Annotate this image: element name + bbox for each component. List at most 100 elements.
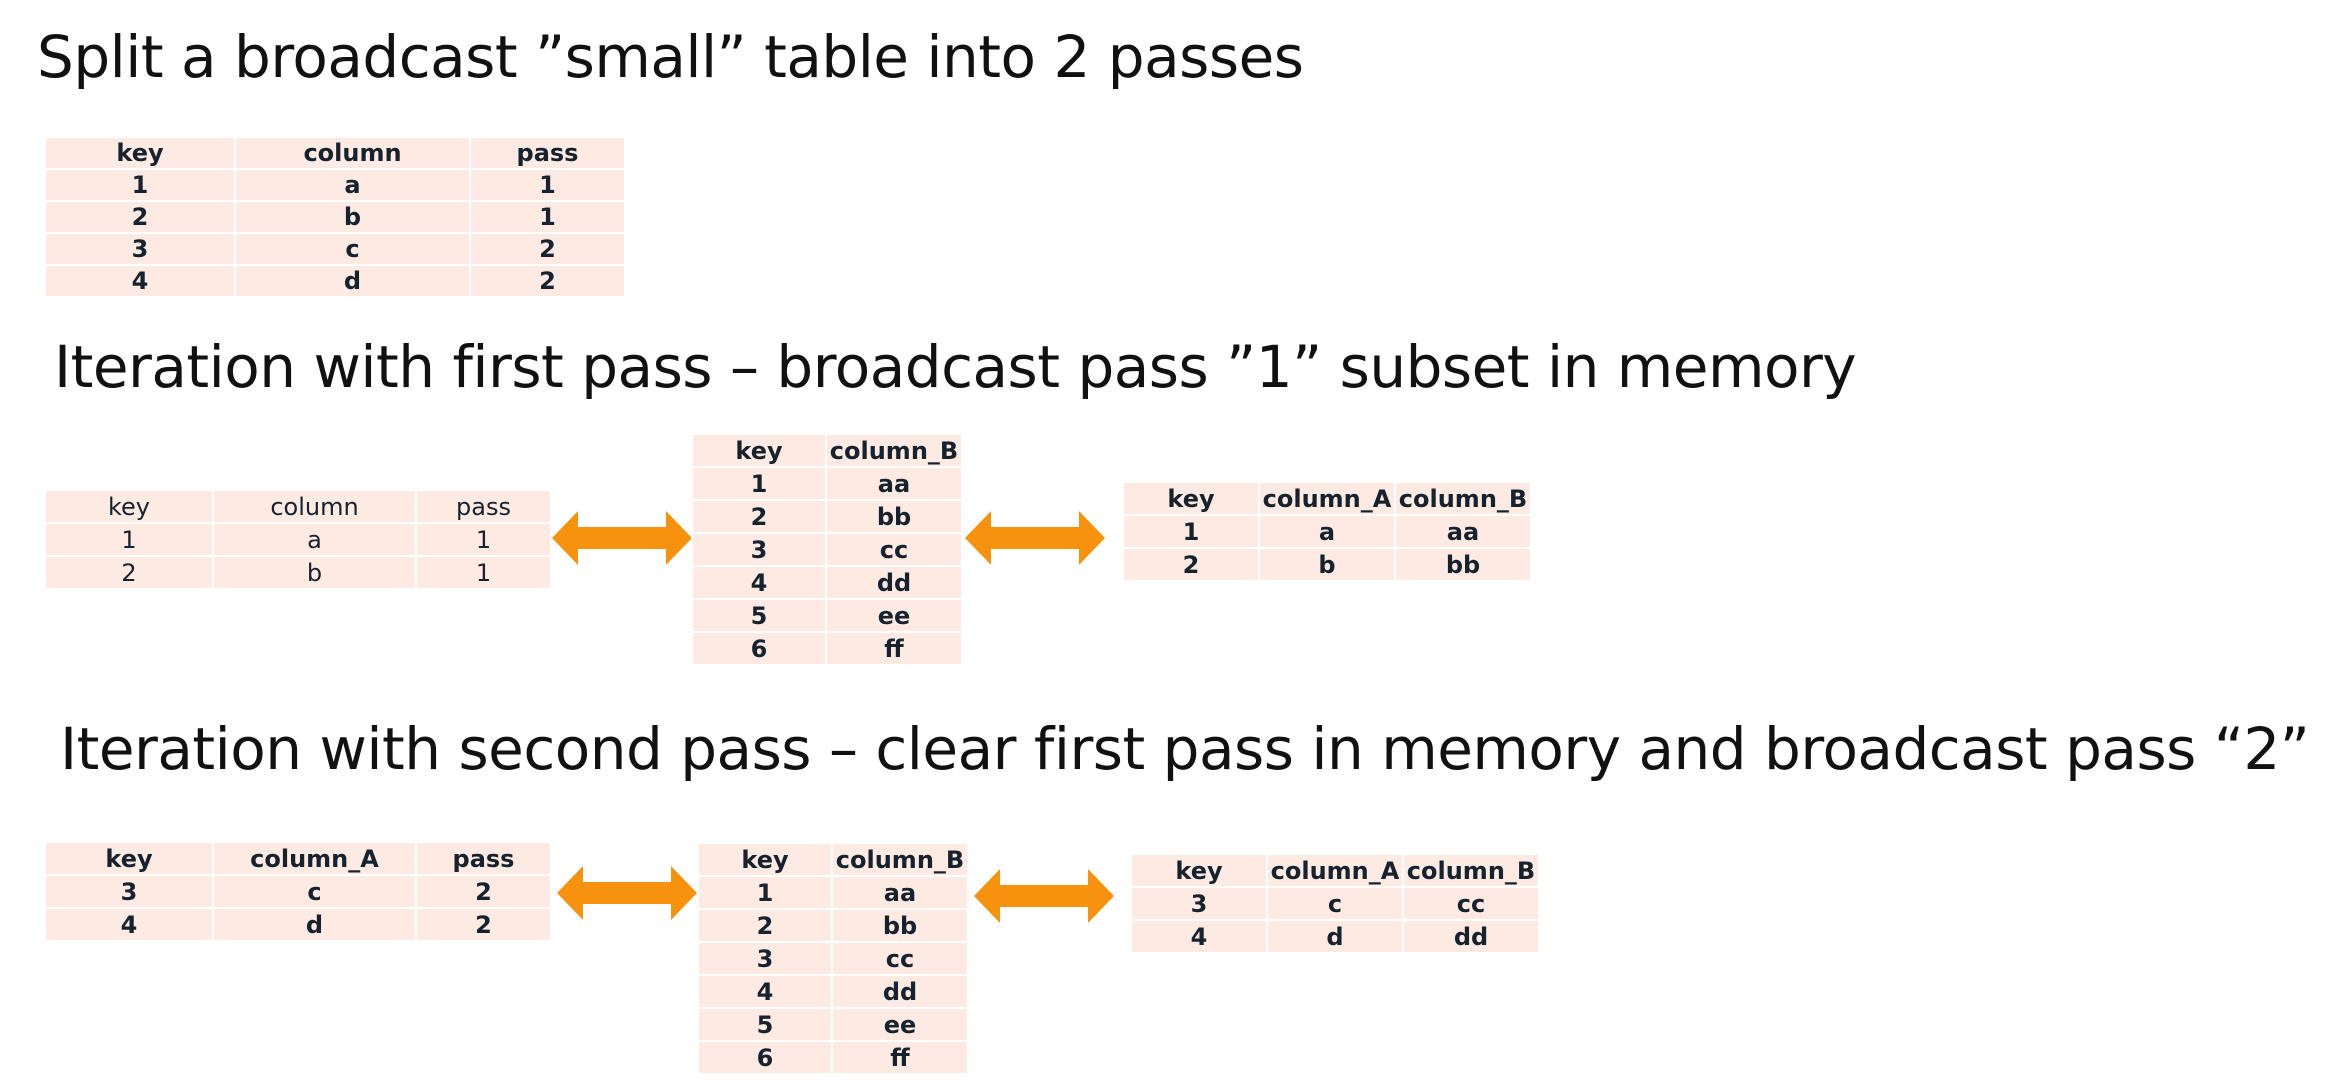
table-cell: bb: [831, 908, 969, 943]
header-cell: column_B: [825, 433, 963, 468]
table-cell: bb: [825, 499, 963, 534]
header-cell: column: [234, 136, 471, 170]
table-row: 6 ff: [697, 1040, 969, 1075]
header-cell: column_B: [1394, 481, 1532, 516]
table-cell: 1: [691, 466, 827, 501]
double-arrow-icon: [965, 511, 1105, 565]
table-cell: 2: [469, 232, 626, 266]
table-cell: d: [1266, 919, 1404, 954]
double-arrow-icon: [974, 869, 1114, 923]
table-row: 2 bb: [697, 908, 969, 943]
table-row: 3 c 2: [44, 874, 552, 909]
table-cell: 1: [1122, 514, 1260, 549]
table-cell: 1: [697, 875, 833, 910]
table-row: 6 ff: [691, 631, 963, 666]
pass1-heading: Iteration with first pass – broadcast pa…: [54, 333, 1857, 401]
table-cell: ee: [825, 598, 963, 633]
header-cell: column_B: [1402, 853, 1540, 888]
table-row: 2 b 1: [44, 555, 552, 590]
header-cell: key: [1130, 853, 1268, 888]
header-cell: key: [44, 136, 236, 170]
table-cell: 2: [691, 499, 827, 534]
table-cell: 3: [1130, 886, 1268, 921]
table-cell: 1: [469, 168, 626, 202]
table-cell: 1: [44, 522, 214, 557]
table-cell: ff: [825, 631, 963, 666]
table-cell: aa: [1394, 514, 1532, 549]
table-cell: c: [212, 874, 417, 909]
table-cell: 5: [691, 598, 827, 633]
header-cell: key: [697, 842, 833, 877]
table-cell: 4: [691, 565, 827, 600]
pass1-middle-table: key column_B 1 aa 2 bb 3 cc 4 dd 5 ee 6 …: [691, 433, 963, 666]
title-heading: Split a broadcast ”small” table into 2 p…: [37, 23, 1304, 91]
table-row: 1 aa: [697, 875, 969, 910]
table-cell: d: [234, 264, 471, 298]
header-cell: key: [44, 489, 214, 524]
table-cell: 2: [44, 200, 236, 234]
table-cell: 3: [44, 232, 236, 266]
pass2-middle-table: key column_B 1 aa 2 bb 3 cc 4 dd 5 ee 6 …: [697, 842, 969, 1075]
table-cell: 2: [415, 907, 552, 942]
table-cell: 5: [697, 1007, 833, 1042]
double-arrow-icon: [552, 511, 692, 565]
table-row: 1 aa: [691, 466, 963, 501]
pass2-left-table: key column_A pass 3 c 2 4 d 2: [44, 841, 552, 942]
table-cell: 1: [469, 200, 626, 234]
table-cell: aa: [831, 875, 969, 910]
header-cell: key: [1122, 481, 1260, 516]
table-row: 1 a aa: [1122, 514, 1532, 549]
header-cell: pass: [415, 841, 552, 876]
header-cell: column_B: [831, 842, 969, 877]
table-row: 4 dd: [697, 974, 969, 1009]
header-cell: key: [691, 433, 827, 468]
table-row: 4 d 2: [44, 907, 552, 942]
table-cell: 6: [697, 1040, 833, 1075]
pass2-result-table: key column_A column_B 3 c cc 4 d dd: [1130, 853, 1540, 954]
header-cell: column_A: [1266, 853, 1404, 888]
table-cell: c: [1266, 886, 1404, 921]
table-cell: d: [212, 907, 417, 942]
table-row: 2 b 1: [44, 200, 626, 234]
table-cell: 1: [415, 555, 552, 590]
table-cell: 6: [691, 631, 827, 666]
table-cell: 3: [44, 874, 214, 909]
table-cell: 1: [44, 168, 236, 202]
table-row: 5 ee: [697, 1007, 969, 1042]
table-cell: aa: [825, 466, 963, 501]
table-cell: a: [234, 168, 471, 202]
table-cell: c: [234, 232, 471, 266]
table-cell: cc: [1402, 886, 1540, 921]
table-row: 4 dd: [691, 565, 963, 600]
double-arrow-icon: [557, 866, 697, 920]
table-row: 5 ee: [691, 598, 963, 633]
table-row: 3 c cc: [1130, 886, 1540, 921]
split-table: key column pass 1 a 1 2 b 1 3 c 2 4 d 2: [44, 136, 626, 298]
table-row: 1 a 1: [44, 168, 626, 202]
header-cell: key: [44, 841, 214, 876]
header-cell: column_A: [212, 841, 417, 876]
table-row: 1 a 1: [44, 522, 552, 557]
table-cell: 3: [691, 532, 827, 567]
table-cell: b: [234, 200, 471, 234]
table-cell: a: [212, 522, 417, 557]
table-cell: 2: [697, 908, 833, 943]
table-cell: dd: [825, 565, 963, 600]
table-cell: 2: [415, 874, 552, 909]
table-cell: 4: [697, 974, 833, 1009]
header-cell: column_A: [1258, 481, 1396, 516]
header-cell: pass: [415, 489, 552, 524]
table-row: 3 cc: [691, 532, 963, 567]
table-cell: dd: [831, 974, 969, 1009]
pass1-left-table: key column pass 1 a 1 2 b 1: [44, 489, 552, 590]
table-row: 2 bb: [691, 499, 963, 534]
table-cell: b: [212, 555, 417, 590]
table-cell: cc: [831, 941, 969, 976]
table-cell: cc: [825, 532, 963, 567]
table-row: 3 c 2: [44, 232, 626, 266]
table-row: 4 d dd: [1130, 919, 1540, 954]
table-cell: bb: [1394, 547, 1532, 582]
header-cell: pass: [469, 136, 626, 170]
table-row: 3 cc: [697, 941, 969, 976]
table-cell: 2: [469, 264, 626, 298]
